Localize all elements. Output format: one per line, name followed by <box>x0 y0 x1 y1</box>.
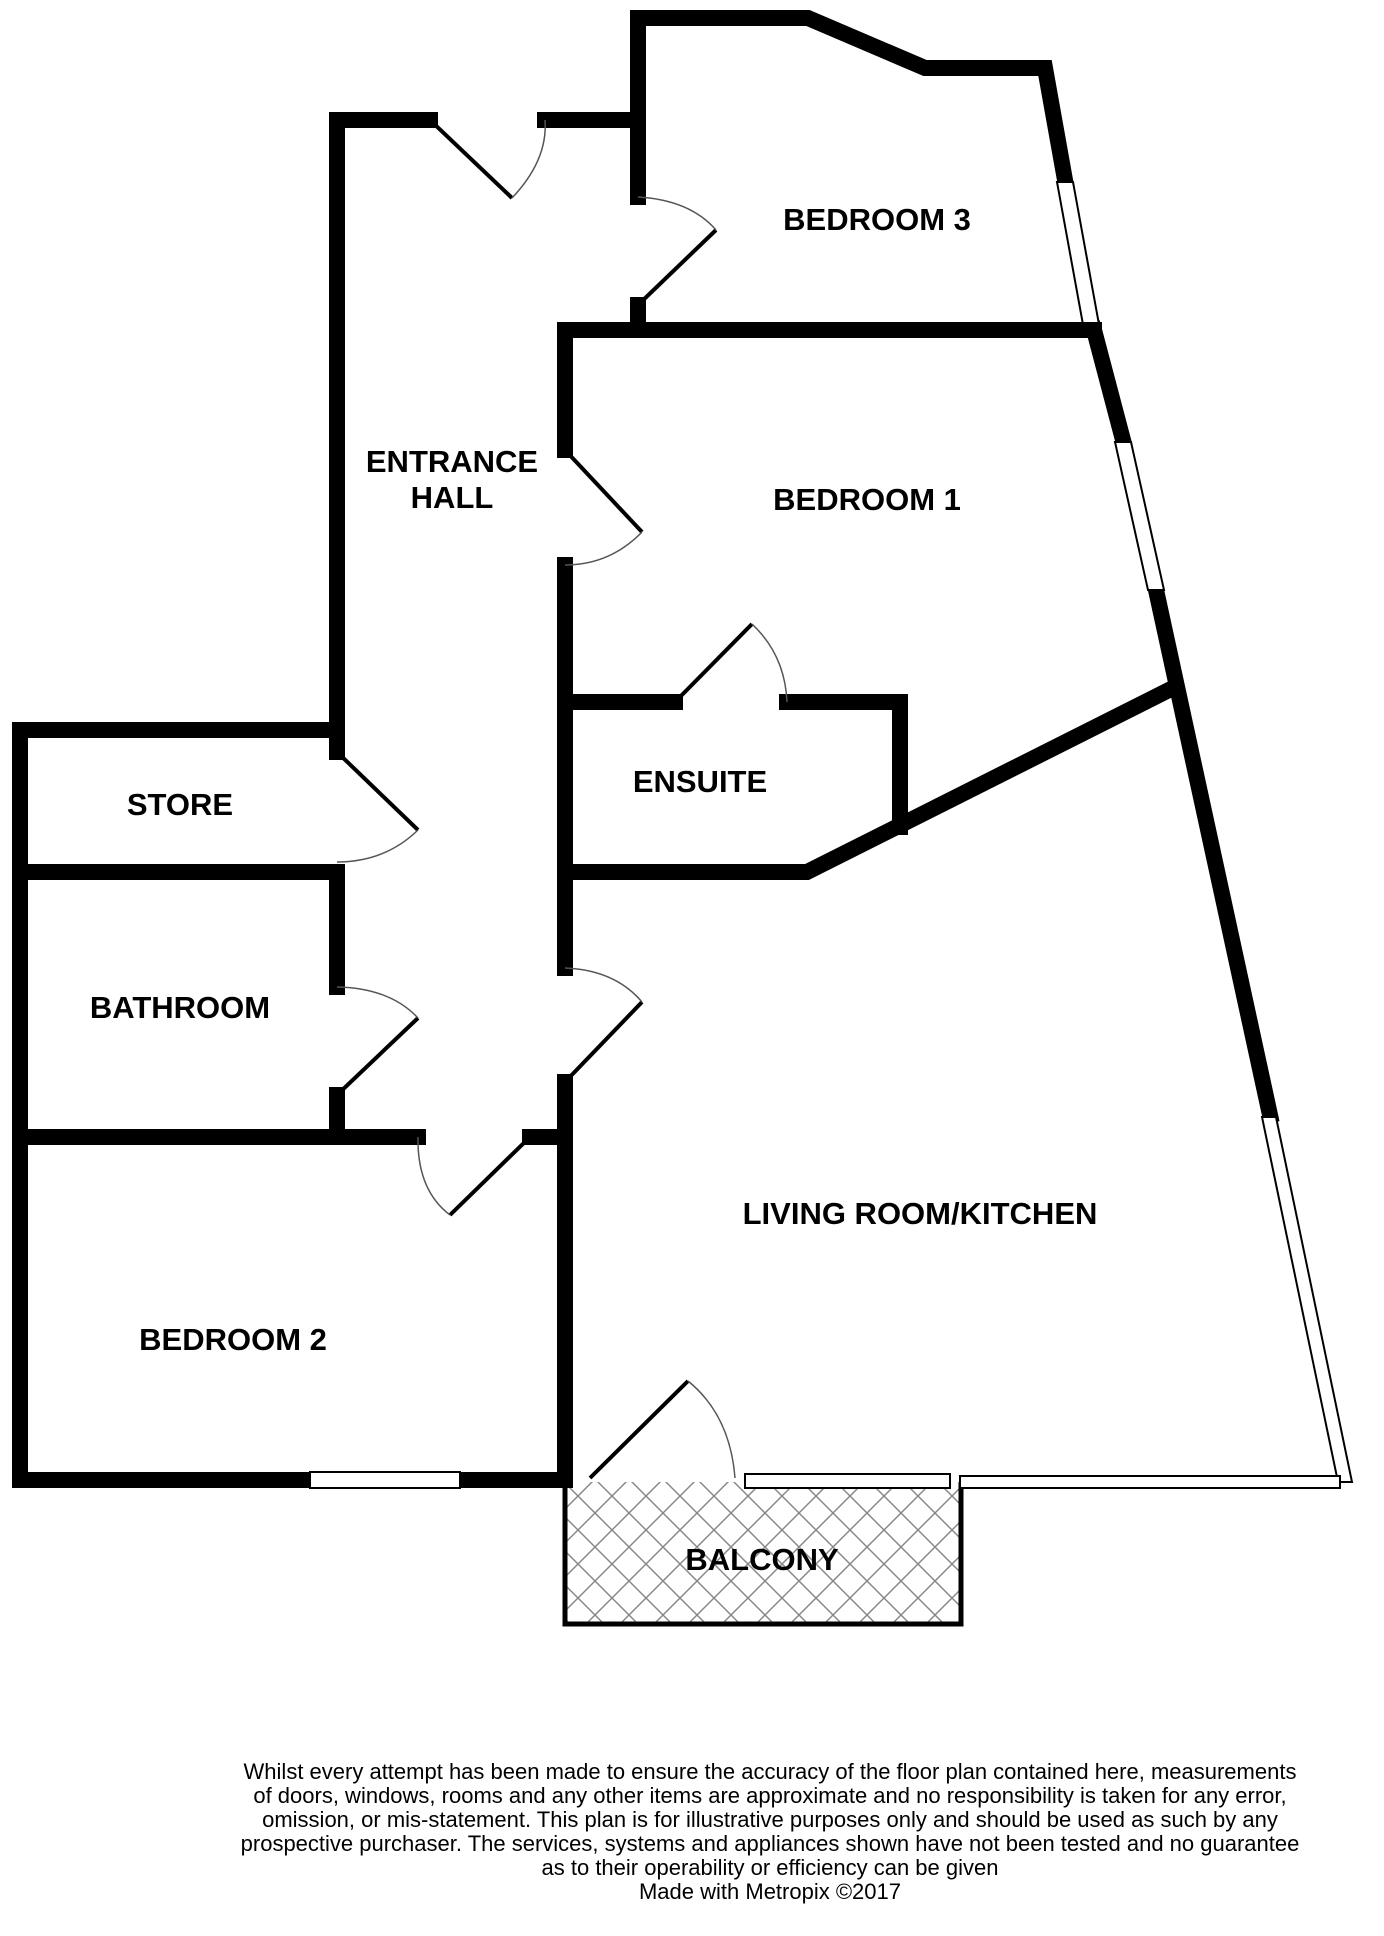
windows <box>309 181 1354 1489</box>
door-bedroom1 <box>563 448 644 566</box>
label-store: STORE <box>127 787 233 822</box>
disclaimer-line: prospective purchaser. The services, sys… <box>240 1831 1300 1856</box>
room-labels: BEDROOM 3 ENTRANCE HALL BEDROOM 1 ENSUIT… <box>90 202 1098 1577</box>
disclaimer-line: as to their operability or efficiency ca… <box>541 1855 999 1880</box>
door-bedroom2 <box>417 1135 532 1217</box>
door-bedroom3 <box>636 196 718 307</box>
door-ensuite <box>673 622 788 704</box>
door-store <box>335 750 420 863</box>
door-balcony <box>588 1379 736 1480</box>
window-living <box>1260 1116 1354 1483</box>
window-living-bottom-2 <box>959 1475 1341 1489</box>
window-bedroom2 <box>309 1471 461 1489</box>
label-balcony: BALCONY <box>685 1542 839 1577</box>
label-bedroom3: BEDROOM 3 <box>783 202 971 237</box>
credit-line: Made with Metropix ©2017 <box>638 1879 901 1904</box>
label-bedroom2: BEDROOM 2 <box>139 1322 327 1357</box>
label-living-kitchen: LIVING ROOM/KITCHEN <box>743 1196 1098 1231</box>
window-bedroom3 <box>1055 181 1102 331</box>
label-bedroom1: BEDROOM 1 <box>773 482 961 517</box>
label-entrance-hall-1: ENTRANCE <box>366 444 538 479</box>
window-bedroom1 <box>1113 441 1166 591</box>
door-front <box>428 118 546 200</box>
label-ensuite: ENSUITE <box>633 764 767 799</box>
door-bathroom <box>335 986 420 1097</box>
label-bathroom: BATHROOM <box>90 990 270 1025</box>
disclaimer-line: of doors, windows, rooms and any other i… <box>253 1783 1287 1808</box>
door-living <box>563 967 644 1084</box>
disclaimer-line: omission, or mis-statement. This plan is… <box>262 1807 1278 1832</box>
balcony <box>562 1482 964 1627</box>
disclaimer: Whilst every attempt has been made to en… <box>170 1760 1370 1904</box>
label-entrance-hall-2: HALL <box>411 480 494 515</box>
internal-walls <box>12 112 1176 1488</box>
window-living-bottom <box>744 1473 951 1489</box>
doors <box>335 118 788 1480</box>
disclaimer-line: Whilst every attempt has been made to en… <box>243 1759 1297 1784</box>
